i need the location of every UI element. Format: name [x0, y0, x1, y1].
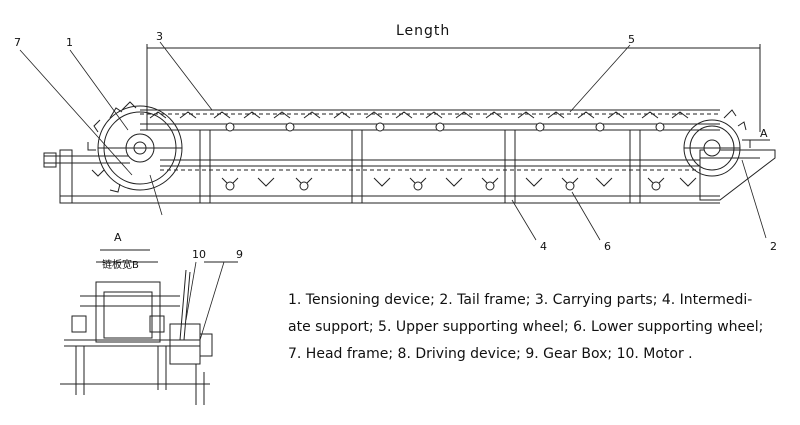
callout-5: 5 [628, 33, 635, 46]
callout-7: 7 [14, 36, 21, 49]
callout-2: 2 [770, 240, 777, 253]
head-sprocket [87, 101, 183, 193]
main-frame [43, 109, 776, 204]
callout-1: 1 [66, 36, 73, 49]
parts-legend: 1. Tensioning device; 2. Tail frame; 3. … [288, 287, 768, 368]
section-mark-label: A [760, 127, 768, 140]
lower-supporting-wheels [221, 177, 697, 191]
tail-sprocket [683, 109, 751, 177]
chain-width-label: 链板宽B [102, 258, 139, 271]
callout-6: 6 [604, 240, 611, 253]
legend-line-1: 1. Tensioning device; 2. Tail frame; 3. … [288, 292, 753, 308]
carrying-chain-upper [149, 111, 689, 132]
callout-3: 3 [156, 30, 163, 43]
length-dimension [146, 44, 761, 132]
leader-lines [19, 41, 767, 241]
legend-line-3: 7. Head frame; 8. Driving device; 9. Gea… [288, 346, 693, 362]
length-label: Length [396, 23, 450, 39]
callout-4: 4 [540, 240, 547, 253]
section-title: A [114, 231, 122, 244]
callout-9: 9 [236, 248, 243, 261]
callout-10: 10 [192, 248, 206, 261]
legend-line-2: ate support; 5. Upper supporting wheel; … [288, 319, 764, 335]
section-view-a [60, 249, 238, 405]
